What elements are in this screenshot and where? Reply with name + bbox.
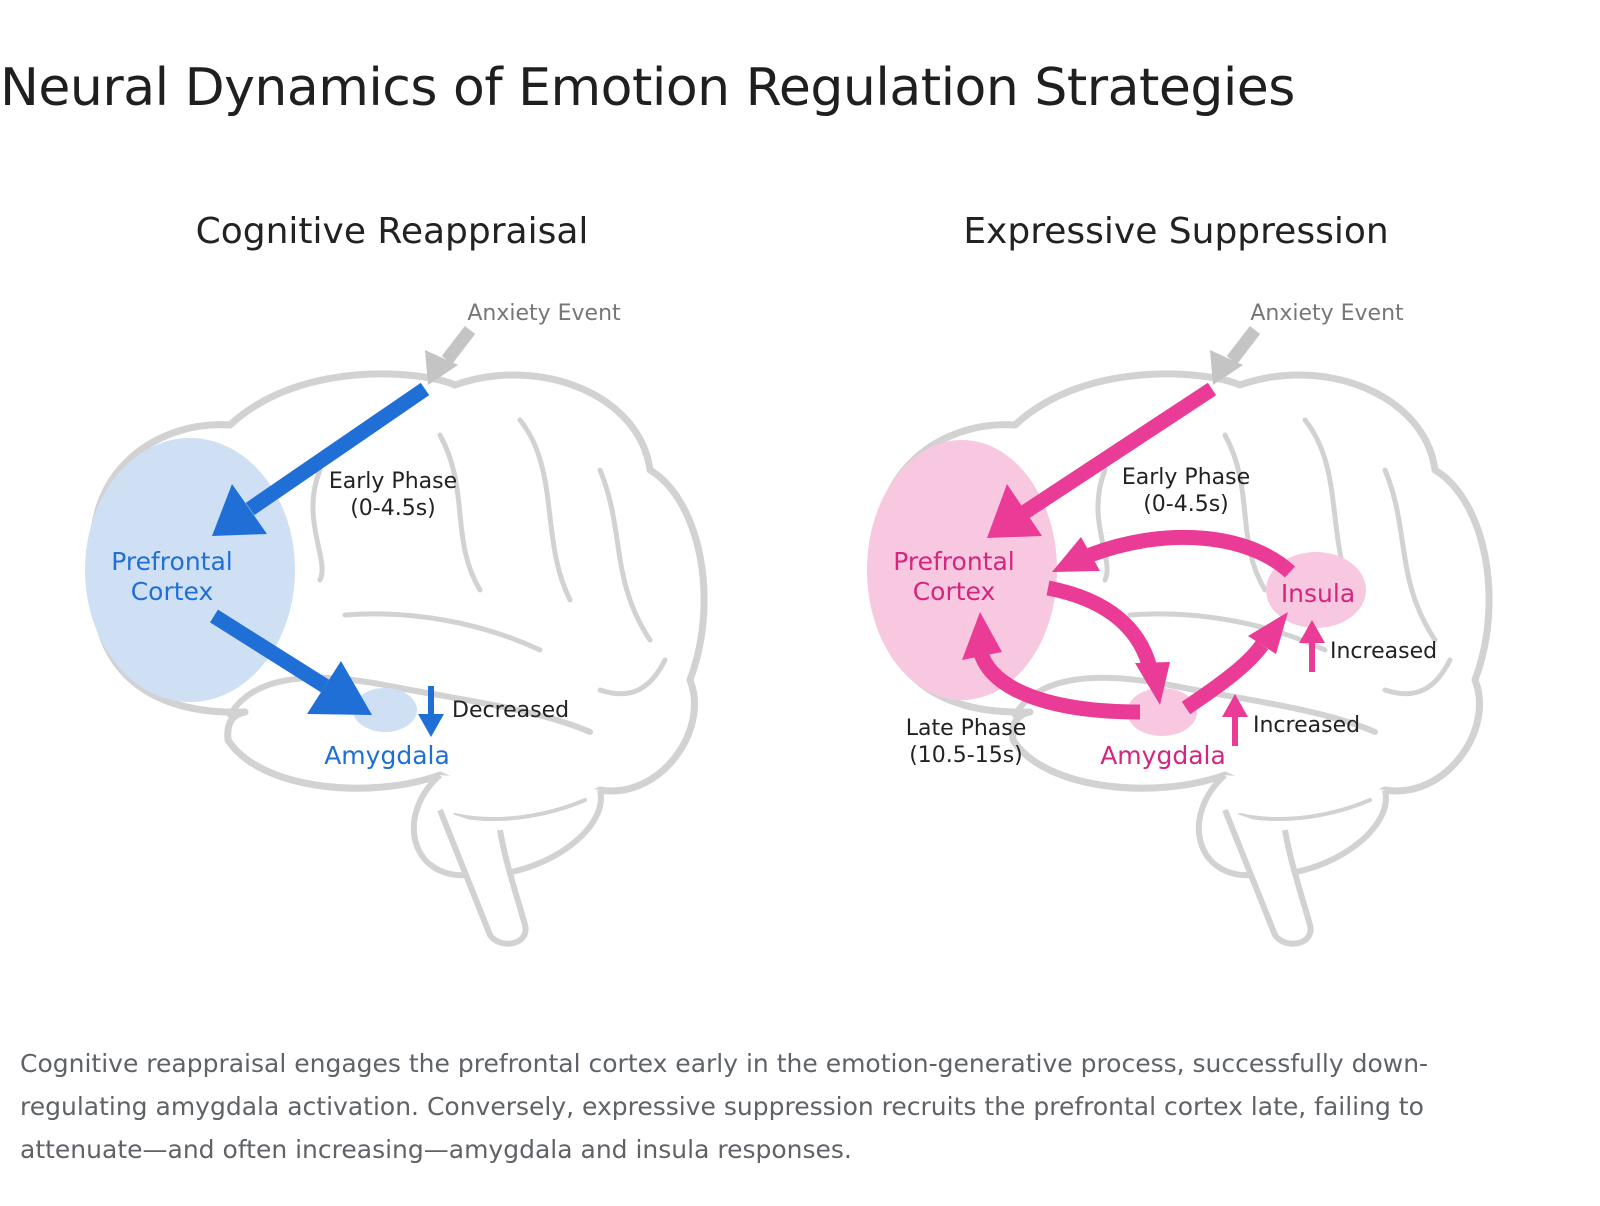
late-phase-label-line1: Late Phase	[906, 716, 1027, 741]
amygdala-region-right	[1127, 688, 1197, 736]
insula-region-right	[1266, 552, 1366, 628]
early-phase-arrow-right	[987, 382, 1217, 538]
suppression-title: Expressive Suppression	[963, 211, 1388, 252]
pfc-label-line2-left: Cortex	[131, 577, 214, 606]
pfc-label-line2-right: Cortex	[913, 577, 996, 606]
phase-label-line1-left: Early Phase	[329, 469, 457, 494]
decrease-arrow-icon	[418, 686, 444, 737]
insula-increase-arrow-icon	[1299, 620, 1325, 672]
amygdala-label-left: Amygdala	[324, 741, 450, 770]
pfc-label-line1-left: Prefrontal	[111, 547, 232, 576]
pfc-to-amygdala-arrow-right	[1046, 580, 1170, 705]
amygdala-increased-label: Increased	[1253, 713, 1360, 738]
early-phase-arrow-left	[212, 382, 430, 536]
pfc-label-line1-right: Prefrontal	[893, 547, 1014, 576]
insula-increased-label: Increased	[1330, 639, 1437, 664]
amygdala-increase-arrow-icon	[1222, 694, 1248, 746]
late-phase-arrow	[962, 612, 1141, 720]
amygdala-to-insula-arrow	[1181, 612, 1288, 715]
late-phase-label-line2: (10.5-15s)	[909, 743, 1023, 768]
insula-to-pfc-arrow	[1052, 529, 1296, 578]
trigger-label-left: Anxiety Event	[467, 301, 621, 326]
suppression-panel: Anxiety Event Early Phase (0-4.5s) Pr	[867, 301, 1489, 944]
phase-label-line2-left: (0-4.5s)	[350, 496, 436, 521]
page-title: Neural Dynamics of Emotion Regulation St…	[0, 58, 1295, 118]
decreased-label: Decreased	[452, 698, 569, 723]
pfc-to-amygdala-arrow-left	[209, 609, 372, 715]
early-phase-label-line2: (0-4.5s)	[1143, 492, 1229, 517]
reappraisal-title: Cognitive Reappraisal	[196, 211, 589, 252]
early-phase-label-line1: Early Phase	[1122, 465, 1250, 490]
trigger-arrow-left	[425, 326, 476, 385]
trigger-label-right: Anxiety Event	[1250, 301, 1404, 326]
insula-label: Insula	[1281, 579, 1355, 608]
reappraisal-panel: Anxiety Event Early Phase (0-4.5s) Prefr…	[85, 301, 704, 944]
trigger-arrow-right	[1210, 326, 1261, 385]
amygdala-region-left	[353, 688, 417, 732]
figure-caption: Cognitive reappraisal engages the prefro…	[20, 1049, 1429, 1164]
amygdala-label-right: Amygdala	[1100, 741, 1226, 770]
